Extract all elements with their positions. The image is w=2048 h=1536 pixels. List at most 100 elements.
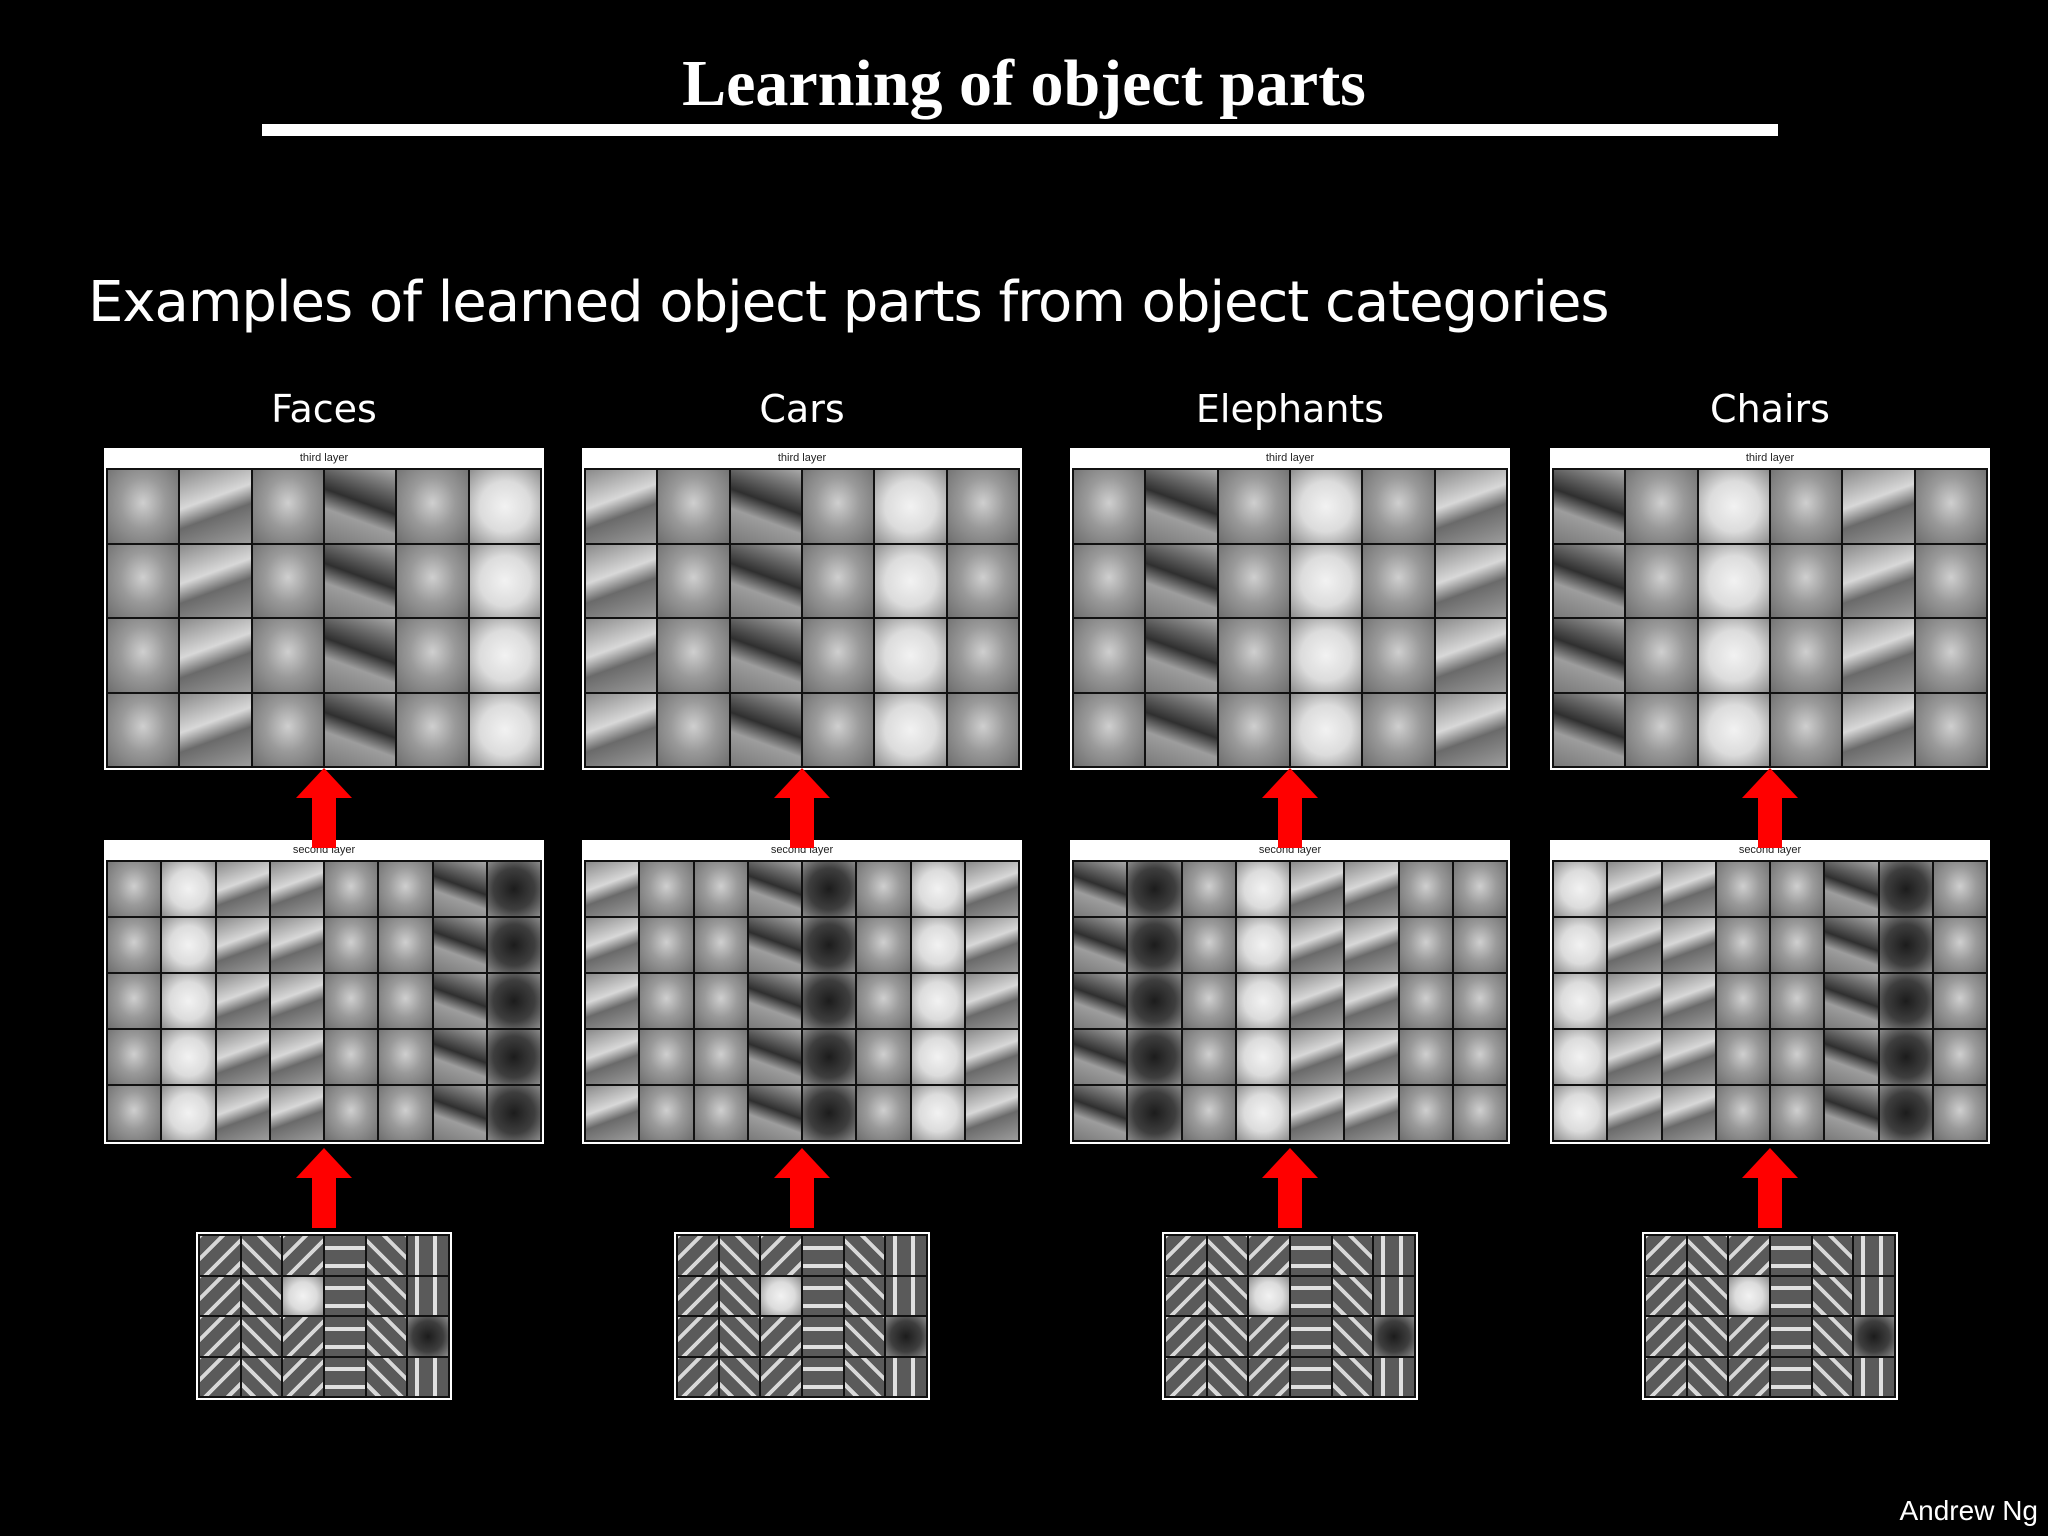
feature-tile xyxy=(216,1030,269,1084)
feature-tile xyxy=(1933,918,1986,972)
feature-tile xyxy=(586,1030,639,1084)
feature-grid xyxy=(1552,468,1988,768)
edge-filter-tile xyxy=(803,1236,843,1275)
feature-tile xyxy=(586,974,639,1028)
feature-tile xyxy=(1291,1030,1344,1084)
feature-tile xyxy=(270,1086,323,1140)
edge-filter-tile xyxy=(678,1276,718,1315)
feature-tile xyxy=(108,1030,161,1084)
feature-tile xyxy=(1236,918,1289,972)
feature-tile xyxy=(1218,619,1289,692)
feature-tile xyxy=(1554,619,1625,692)
feature-tile xyxy=(875,544,946,617)
panel-caption: second layer xyxy=(1258,844,1322,856)
edge-filter-tile xyxy=(1771,1236,1811,1275)
feature-tile xyxy=(1915,693,1986,766)
edge-filter-tile xyxy=(761,1317,801,1356)
feature-grid xyxy=(1072,860,1508,1142)
feature-tile xyxy=(1146,693,1217,766)
feature-tile xyxy=(1218,544,1289,617)
feature-tile xyxy=(487,1086,540,1140)
feature-tile xyxy=(947,693,1018,766)
edge-filter-tile xyxy=(1812,1236,1853,1275)
feature-tile xyxy=(1698,619,1769,692)
feature-tile xyxy=(1554,974,1607,1028)
edge-filter-tile xyxy=(283,1357,323,1396)
feature-tile xyxy=(803,693,874,766)
feature-tile xyxy=(1843,619,1914,692)
feature-tile xyxy=(1291,1086,1344,1140)
feature-tile xyxy=(1662,974,1715,1028)
feature-tile xyxy=(1771,862,1824,916)
feature-tile xyxy=(1074,862,1127,916)
edge-filter-tile xyxy=(1771,1317,1811,1356)
feature-tile xyxy=(875,619,946,692)
third-layer-panel: third layer xyxy=(1070,448,1510,770)
feature-tile xyxy=(1771,1030,1824,1084)
feature-tile xyxy=(803,1086,856,1140)
edge-filter-tile xyxy=(283,1317,323,1356)
feature-tile xyxy=(252,470,323,543)
edge-filter-tile xyxy=(1374,1357,1414,1396)
edge-filter-tile xyxy=(1854,1276,1894,1315)
edge-filter-tile xyxy=(408,1236,448,1275)
feature-tile xyxy=(379,918,432,972)
feature-tile xyxy=(640,974,693,1028)
feature-tile xyxy=(325,918,378,972)
feature-tile xyxy=(325,1030,378,1084)
feature-tile xyxy=(487,974,540,1028)
feature-tile xyxy=(1435,619,1506,692)
feature-tile xyxy=(1182,974,1235,1028)
panel-caption: second layer xyxy=(1738,844,1802,856)
feature-tile xyxy=(162,918,215,972)
feature-tile xyxy=(1915,544,1986,617)
feature-tile xyxy=(1074,470,1145,543)
feature-tile xyxy=(748,918,801,972)
feature-tile xyxy=(857,1086,910,1140)
feature-tile xyxy=(379,862,432,916)
feature-tile xyxy=(803,619,874,692)
feature-tile xyxy=(586,693,657,766)
feature-tile xyxy=(1554,544,1625,617)
feature-tile xyxy=(1825,862,1878,916)
first-layer-panel xyxy=(196,1232,452,1400)
edge-filter-tile xyxy=(1812,1317,1853,1356)
first-layer-panel xyxy=(1642,1232,1898,1400)
feature-tile xyxy=(1825,974,1878,1028)
edge-filter-tile xyxy=(1291,1317,1331,1356)
feature-tile xyxy=(469,693,540,766)
feature-tile xyxy=(325,544,396,617)
feature-tile xyxy=(911,1086,964,1140)
feature-tile xyxy=(1626,544,1697,617)
feature-tile xyxy=(694,862,747,916)
feature-tile xyxy=(748,974,801,1028)
feature-tile xyxy=(1662,918,1715,972)
feature-tile xyxy=(108,470,179,543)
feature-tile xyxy=(108,544,179,617)
feature-tile xyxy=(433,1030,486,1084)
feature-tile xyxy=(1843,470,1914,543)
feature-tile xyxy=(1399,862,1452,916)
feature-tile xyxy=(1146,544,1217,617)
edge-filter-tile xyxy=(803,1357,843,1396)
feature-tile xyxy=(1716,1030,1769,1084)
feature-tile xyxy=(1771,974,1824,1028)
edge-filter-tile xyxy=(844,1276,885,1315)
edge-filter-tile xyxy=(761,1276,801,1315)
feature-tile xyxy=(730,619,801,692)
feature-tile xyxy=(911,862,964,916)
feature-tile xyxy=(1771,470,1842,543)
feature-tile xyxy=(162,1086,215,1140)
edge-filter-tile xyxy=(1854,1357,1894,1396)
feature-tile xyxy=(1074,544,1145,617)
feature-tile xyxy=(397,619,468,692)
feature-tile xyxy=(180,619,251,692)
edge-filter-tile xyxy=(200,1317,240,1356)
edge-filter-tile xyxy=(1687,1317,1728,1356)
edge-filter-tile xyxy=(803,1276,843,1315)
edge-filter-tile xyxy=(886,1276,926,1315)
feature-tile xyxy=(1825,1030,1878,1084)
feature-tile xyxy=(1771,619,1842,692)
panel-caption: third layer xyxy=(1265,452,1315,464)
edge-filter-tile xyxy=(1729,1236,1769,1275)
